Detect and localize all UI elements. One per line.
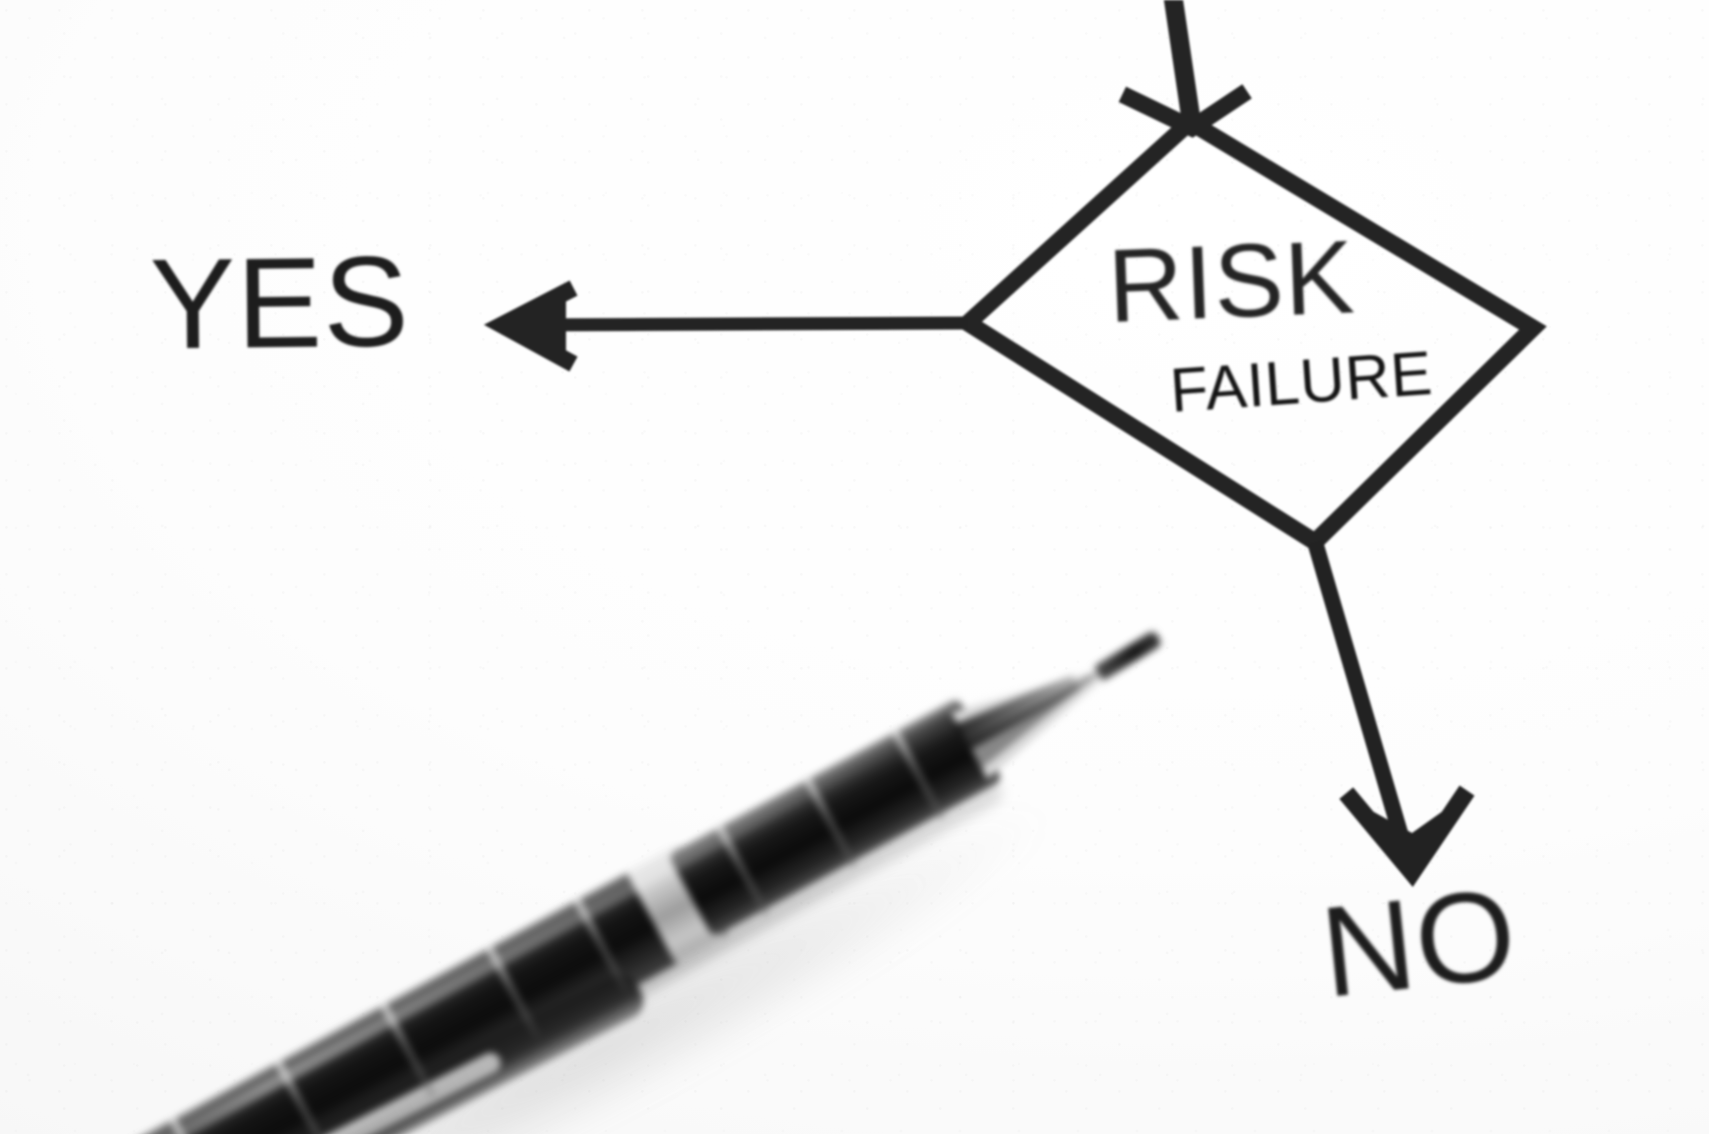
yes-arrowhead-icon [483, 280, 578, 372]
no-branch-label: NO [1315, 862, 1524, 1025]
decision-node-primary-label: RISK [1105, 219, 1358, 345]
no-branch-edge [1307, 539, 1475, 887]
yes-branch-label: YES [149, 230, 411, 377]
incoming-edge [1118, 0, 1252, 138]
yes-branch-edge [483, 280, 969, 372]
